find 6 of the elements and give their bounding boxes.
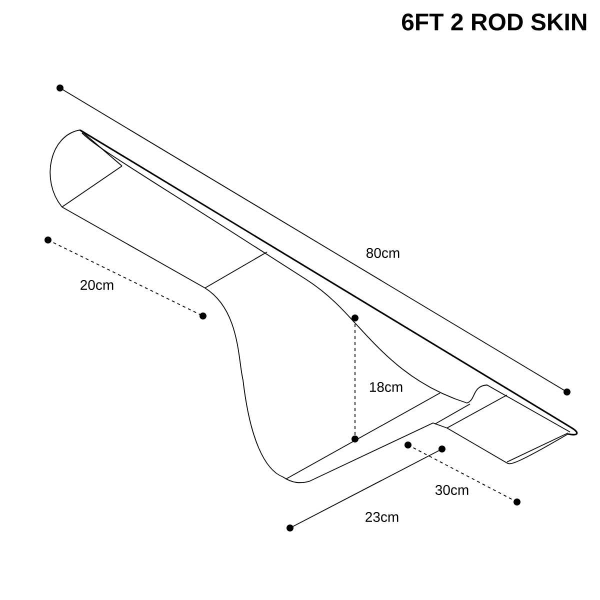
dimension-label: 30cm	[435, 485, 468, 495]
dimension-label: 18cm	[370, 382, 402, 392]
dimension-label: 80cm	[366, 248, 400, 258]
dimension-label: 23cm	[366, 512, 398, 522]
dimension-label: 20cm	[80, 280, 114, 290]
title: 6FT 2 ROD SKIN	[402, 14, 586, 30]
